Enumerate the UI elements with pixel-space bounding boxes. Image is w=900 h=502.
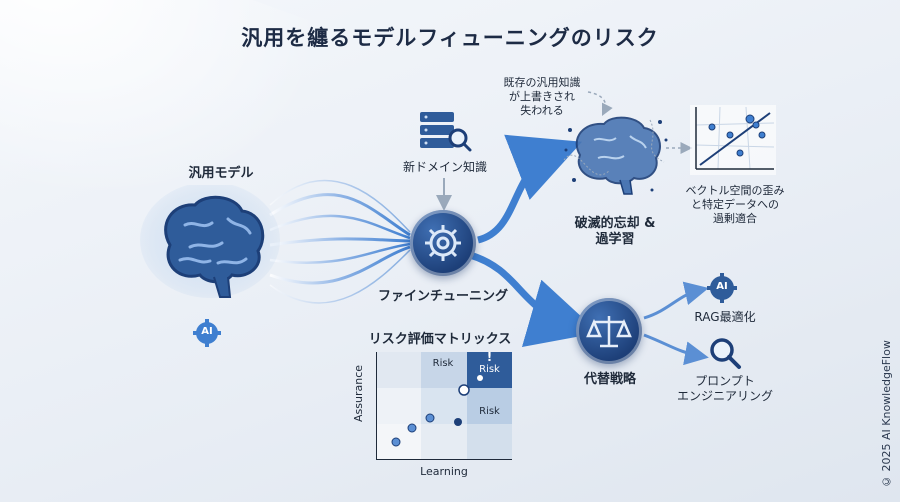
matrix-cell-top-right: Risk	[479, 364, 500, 375]
brain-icon	[140, 185, 280, 298]
finetune-to-alternatives-arrow	[468, 251, 599, 347]
vector-label: ベクトル空間の歪み と特定データへの 過剰適合	[680, 184, 790, 226]
prompt-label: プロンプト エンジニアリング	[670, 374, 780, 404]
gear-icon	[425, 225, 461, 261]
alternatives-node	[576, 298, 642, 364]
alt-to-prompt-arrow	[643, 333, 709, 366]
prompt-line: プロンプト	[695, 374, 755, 388]
rag-label: RAG最適化	[694, 310, 756, 324]
risk-matrix: Risk ! Risk Risk	[375, 350, 512, 461]
rag-badge-text: AI	[716, 281, 728, 292]
prompt-line: エンジニアリング	[676, 389, 773, 403]
vector-line: 過剰適合	[713, 212, 757, 225]
finetune-to-risk-arrow	[476, 134, 583, 244]
matrix-ylabel: Assurance	[352, 364, 365, 422]
server-search-icon	[420, 112, 472, 152]
alt-to-rag-arrow	[643, 281, 709, 320]
scales-icon	[586, 316, 632, 348]
ai-badge-text: AI	[201, 326, 213, 337]
catastrophic-line: 破滅的忘却 &	[574, 216, 656, 231]
catastrophic-line: 過学習	[595, 232, 635, 247]
catastrophic-label: 破滅的忘却 & 過学習	[560, 216, 670, 248]
fragmented-brain-icon	[563, 116, 668, 195]
alert-icon: !	[486, 350, 493, 364]
page-title: 汎用を纏るモデルフィューニングのリスク	[241, 26, 659, 50]
forgetting-note-line: 失われる	[520, 104, 564, 117]
knowledge-flow-streams	[269, 179, 411, 304]
ai-gear-icon: AI	[192, 318, 222, 348]
note-arrow	[587, 91, 613, 117]
matrix-xlabel: Learning	[420, 465, 468, 478]
matrix-cell-top-mid: Risk	[432, 358, 454, 369]
magnifier-icon	[710, 338, 741, 369]
ai-gear-icon: AI	[706, 272, 738, 304]
forgetting-note: 既存の汎用知識 が上書きされ 失われる	[492, 76, 592, 118]
matrix-cell-mid-right: Risk	[479, 406, 500, 417]
fine-tuning-node	[410, 210, 476, 276]
forgetting-note-line: が上書きされ	[509, 90, 575, 103]
fine-tuning-label: ファインチューニング	[378, 289, 509, 304]
vector-space-plot	[690, 105, 776, 175]
matrix-title: リスク評価マトリックス	[368, 332, 512, 347]
alternatives-label: 代替戦略	[583, 372, 636, 387]
vector-line: と特定データへの	[691, 198, 779, 211]
domain-knowledge-label: 新ドメイン知識	[402, 160, 487, 174]
general-model-label: 汎用モデル	[188, 166, 254, 181]
copyright: © 2025 AI KnowledgeFlow	[880, 340, 893, 488]
forgetting-note-line: 既存の汎用知識	[503, 76, 581, 89]
vector-line: ベクトル空間の歪み	[685, 184, 785, 197]
